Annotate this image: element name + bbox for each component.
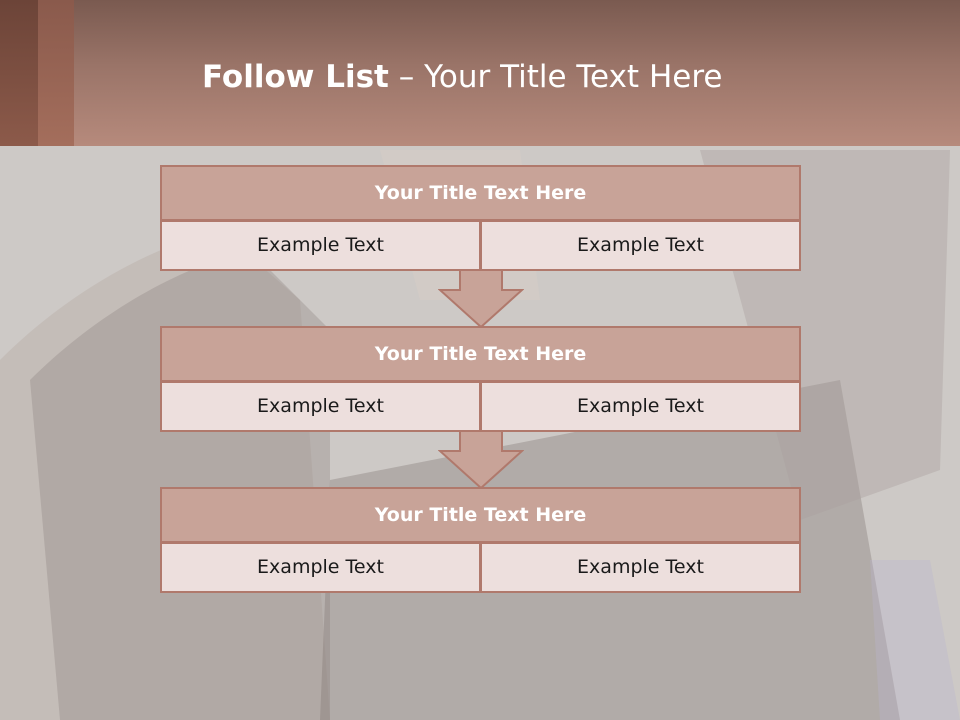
down-arrow-icon bbox=[438, 431, 524, 489]
step-row: Example Text Example Text bbox=[160, 221, 801, 271]
step-cell: Example Text bbox=[160, 543, 481, 593]
step-box-2: Your Title Text Here Example Text Exampl… bbox=[160, 326, 801, 432]
step-cell: Example Text bbox=[481, 221, 801, 271]
step-cell: Example Text bbox=[481, 382, 801, 432]
step-box-3: Your Title Text Here Example Text Exampl… bbox=[160, 487, 801, 593]
header-band bbox=[0, 0, 960, 146]
step-row: Example Text Example Text bbox=[160, 382, 801, 432]
step-title: Your Title Text Here bbox=[160, 326, 801, 382]
slide-title-rest: – Your Title Text Here bbox=[388, 59, 723, 95]
step-cell: Example Text bbox=[160, 221, 481, 271]
slide-title-strong: Follow List bbox=[202, 59, 389, 95]
step-cell: Example Text bbox=[481, 543, 801, 593]
step-cell: Example Text bbox=[160, 382, 481, 432]
slide-title: Follow List – Your Title Text Here bbox=[202, 52, 722, 102]
step-title: Your Title Text Here bbox=[160, 165, 801, 221]
header-accent-bar bbox=[0, 0, 38, 146]
down-arrow-icon bbox=[438, 270, 524, 328]
step-box-1: Your Title Text Here Example Text Exampl… bbox=[160, 165, 801, 271]
step-title: Your Title Text Here bbox=[160, 487, 801, 543]
step-row: Example Text Example Text bbox=[160, 543, 801, 593]
header-accent-bar bbox=[38, 0, 74, 146]
